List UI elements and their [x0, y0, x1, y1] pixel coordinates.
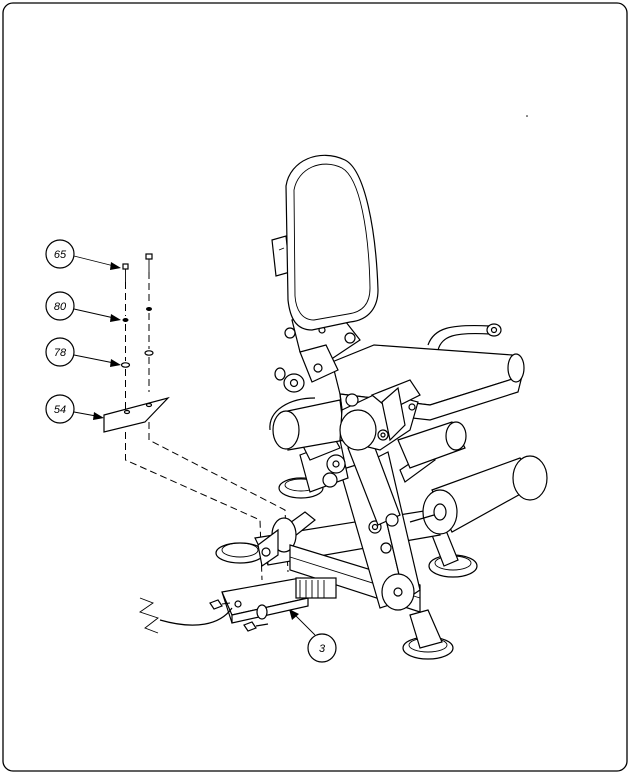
callout-78-label: 78 [54, 347, 67, 359]
callout-65-label: 65 [54, 249, 67, 261]
callout-65: 65 [45, 239, 121, 270]
callout-78: 78 [45, 337, 121, 367]
screw-part-2 [145, 253, 153, 272]
knee-pivot-housing [339, 379, 421, 451]
lower-roller-pad [409, 455, 548, 535]
flat-washer-2 [144, 350, 154, 356]
callout-54: 54 [45, 394, 104, 424]
callout-3: 3 [289, 609, 337, 663]
screw-part [122, 263, 129, 282]
callout-80-label: 80 [54, 301, 67, 313]
callout-80: 80 [45, 291, 121, 322]
seat-handle [427, 323, 502, 351]
lock-washer-2 [146, 307, 152, 311]
cover-plate [103, 396, 170, 433]
flat-washer [120, 362, 131, 368]
cable-break [139, 597, 233, 634]
adjustment-bracket [209, 577, 337, 632]
upper-roller-pad [397, 421, 467, 469]
pivot-rollers [274, 367, 359, 407]
lock-washer [122, 318, 129, 322]
backrest-cushion [285, 154, 379, 331]
callout-3-label: 3 [319, 643, 326, 655]
mark-dot [526, 115, 528, 117]
callout-54-label: 54 [54, 404, 66, 416]
leg-extension-machine [139, 154, 548, 660]
front-knee-roller [269, 397, 346, 451]
